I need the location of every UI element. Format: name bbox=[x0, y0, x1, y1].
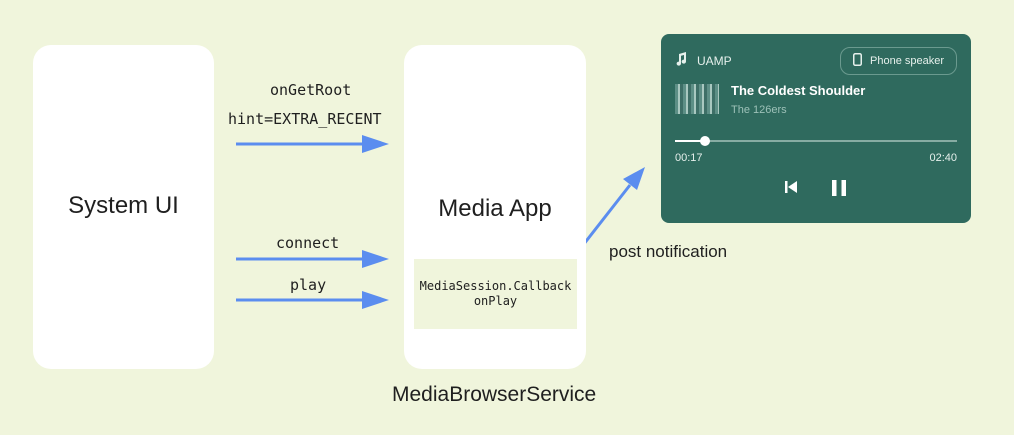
output-switcher-button[interactable]: Phone speaker bbox=[840, 47, 957, 75]
media-session-callback-box: MediaSession.Callback onPlay bbox=[414, 259, 577, 329]
elapsed-time: 00:17 bbox=[675, 152, 703, 164]
arrow-ongetroot bbox=[236, 135, 389, 153]
seek-bar-thumb[interactable] bbox=[699, 136, 710, 146]
pause-icon[interactable] bbox=[831, 179, 847, 202]
seek-bar-progress bbox=[675, 140, 705, 142]
callback-method-label: onPlay bbox=[473, 294, 518, 308]
arrow-connect bbox=[236, 250, 389, 268]
track-artist: The 126ers bbox=[731, 104, 787, 116]
system-ui-panel: System UI bbox=[33, 45, 214, 369]
ongetroot-label: onGetRoot bbox=[270, 81, 352, 99]
connect-label: connect bbox=[276, 234, 340, 252]
notification-app-header: UAMP bbox=[675, 52, 732, 69]
skip-previous-icon[interactable] bbox=[783, 179, 799, 200]
album-art bbox=[675, 84, 719, 114]
track-title: The Coldest Shoulder bbox=[731, 83, 866, 98]
duration-time: 02:40 bbox=[929, 152, 957, 164]
media-app-title: Media App bbox=[438, 195, 552, 222]
arrow-play bbox=[236, 291, 389, 309]
callback-class-label: MediaSession.Callback bbox=[419, 279, 572, 293]
phone-icon bbox=[853, 53, 862, 69]
hint-label: hint=EXTRA_RECENT bbox=[228, 110, 382, 128]
media-app-panel: Media App MediaSession.Callback onPlay bbox=[404, 45, 586, 369]
notification-app-name: UAMP bbox=[697, 53, 732, 68]
media-browser-service-label: MediaBrowserService bbox=[392, 383, 597, 406]
seek-bar[interactable] bbox=[675, 136, 957, 146]
system-ui-title: System UI bbox=[68, 192, 179, 219]
output-switcher-label: Phone speaker bbox=[870, 55, 944, 67]
media-notification[interactable]: UAMP Phone speaker The Coldest Shoulder … bbox=[661, 34, 971, 223]
post-notification-label: post notification bbox=[609, 242, 728, 261]
music-note-icon bbox=[675, 52, 687, 69]
play-label: play bbox=[290, 276, 327, 294]
